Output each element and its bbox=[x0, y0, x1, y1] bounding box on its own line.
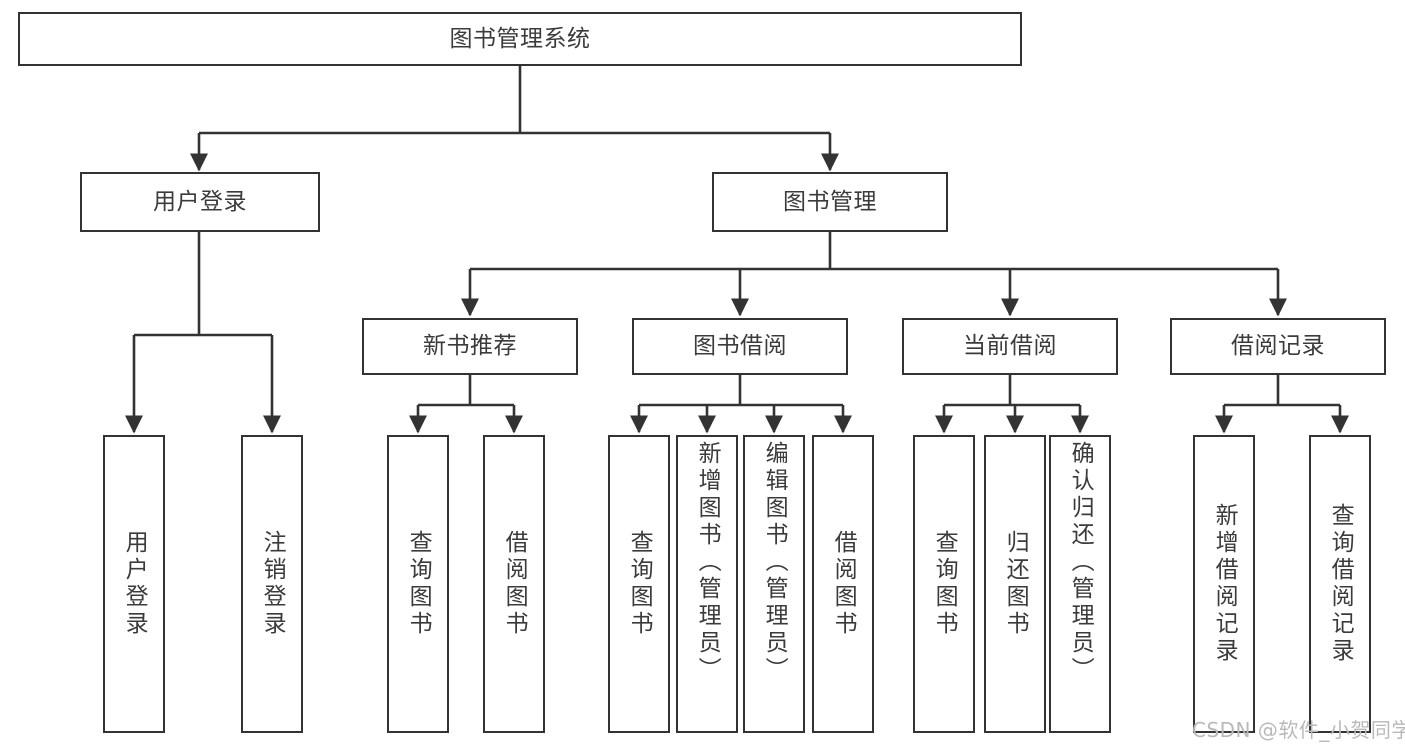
leaf-add-book-admin[interactable]: 新增图书（管理员） bbox=[676, 435, 738, 733]
node-user-login[interactable]: 用户登录 bbox=[80, 172, 320, 232]
node-label: 用户登录 bbox=[121, 530, 148, 638]
leaf-query-book-new[interactable]: 查询图书 bbox=[387, 435, 449, 733]
node-new-book-recommendation[interactable]: 新书推荐 bbox=[362, 318, 578, 375]
node-label: 借阅图书 bbox=[501, 530, 528, 638]
node-label: 查询借阅记录 bbox=[1327, 503, 1354, 665]
leaf-return-book[interactable]: 归还图书 bbox=[984, 435, 1046, 733]
leaf-query-borrow-record[interactable]: 查询借阅记录 bbox=[1309, 435, 1371, 733]
watermark: CSDN @软件_小贺同学 bbox=[1192, 718, 1405, 742]
node-label: 图书管理系统 bbox=[449, 25, 591, 52]
node-label: 确认归还（管理员） bbox=[1067, 441, 1094, 684]
node-label: 新增图书（管理员） bbox=[694, 441, 721, 684]
node-label: 编辑图书（管理员） bbox=[761, 441, 788, 684]
leaf-add-borrow-record[interactable]: 新增借阅记录 bbox=[1193, 435, 1255, 733]
leaf-user-login[interactable]: 用户登录 bbox=[103, 435, 165, 733]
leaf-borrow-book[interactable]: 借阅图书 bbox=[812, 435, 874, 733]
node-label: 借阅记录 bbox=[1231, 333, 1325, 360]
node-label: 注销登录 bbox=[259, 530, 286, 638]
node-label: 图书管理 bbox=[783, 188, 877, 215]
node-label: 当前借阅 bbox=[963, 333, 1057, 360]
node-label: 新书推荐 bbox=[423, 333, 517, 360]
node-label: 新增借阅记录 bbox=[1211, 503, 1238, 665]
node-label: 归还图书 bbox=[1002, 530, 1029, 638]
node-label: 查询图书 bbox=[931, 530, 958, 638]
node-book-borrowing[interactable]: 图书借阅 bbox=[632, 318, 848, 375]
leaf-borrow-book-new[interactable]: 借阅图书 bbox=[483, 435, 545, 733]
leaf-query-book-current[interactable]: 查询图书 bbox=[913, 435, 975, 733]
leaf-edit-book-admin[interactable]: 编辑图书（管理员） bbox=[743, 435, 805, 733]
node-book-management[interactable]: 图书管理 bbox=[712, 172, 948, 232]
node-label: 借阅图书 bbox=[830, 530, 857, 638]
node-borrowing-records[interactable]: 借阅记录 bbox=[1170, 318, 1386, 375]
node-current-borrowing[interactable]: 当前借阅 bbox=[902, 318, 1118, 375]
node-label: 查询图书 bbox=[405, 530, 432, 638]
node-label: 图书借阅 bbox=[693, 333, 787, 360]
node-label: 用户登录 bbox=[153, 188, 247, 215]
node-root-book-management-system[interactable]: 图书管理系统 bbox=[18, 12, 1022, 66]
leaf-query-book-borrow[interactable]: 查询图书 bbox=[608, 435, 670, 733]
node-label: 查询图书 bbox=[626, 530, 653, 638]
leaf-confirm-return-admin[interactable]: 确认归还（管理员） bbox=[1049, 435, 1111, 733]
leaf-logout[interactable]: 注销登录 bbox=[241, 435, 303, 733]
